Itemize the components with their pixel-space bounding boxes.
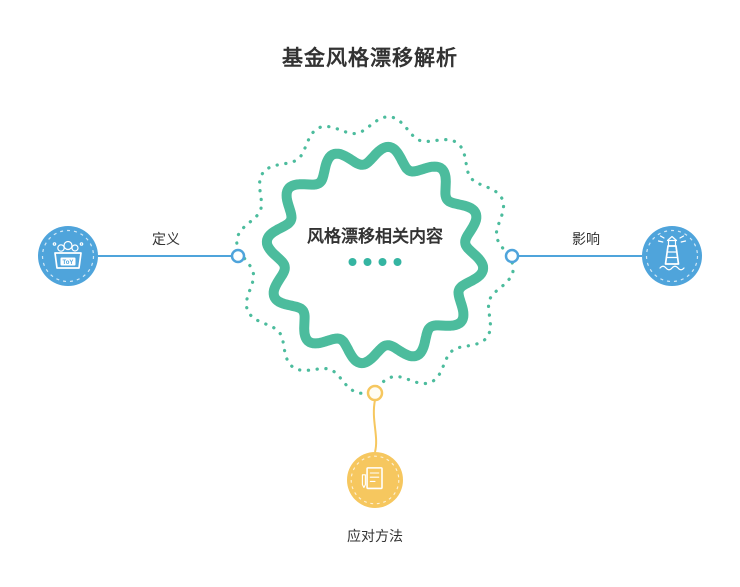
toy-box-label: ToY xyxy=(63,260,74,266)
center-dot xyxy=(363,258,372,266)
toy-box-icon: ToY xyxy=(41,229,95,283)
impact-node[interactable] xyxy=(642,226,702,286)
center-topic-ring[interactable] xyxy=(261,141,489,369)
definition-label[interactable]: 定义 xyxy=(152,231,180,247)
center-dot xyxy=(393,258,402,266)
center-dot xyxy=(348,258,357,266)
bottom-connector[interactable] xyxy=(366,384,384,402)
right-connector[interactable] xyxy=(504,248,520,264)
bottom-branch-line xyxy=(372,399,378,453)
impact-label[interactable]: 影响 xyxy=(572,231,600,247)
page-title: 基金风格漂移解析 xyxy=(282,47,458,71)
left-connector[interactable] xyxy=(230,248,246,264)
center-dot xyxy=(378,258,387,266)
definition-node[interactable]: ToY xyxy=(38,226,98,286)
center-topic[interactable]: 风格漂移相关内容 xyxy=(307,227,443,246)
response-node[interactable] xyxy=(347,452,403,508)
center-topic-dots xyxy=(348,258,402,266)
lighthouse-icon xyxy=(645,229,699,283)
ledger-icon xyxy=(350,455,400,505)
response-label[interactable]: 应对方法 xyxy=(347,528,403,544)
